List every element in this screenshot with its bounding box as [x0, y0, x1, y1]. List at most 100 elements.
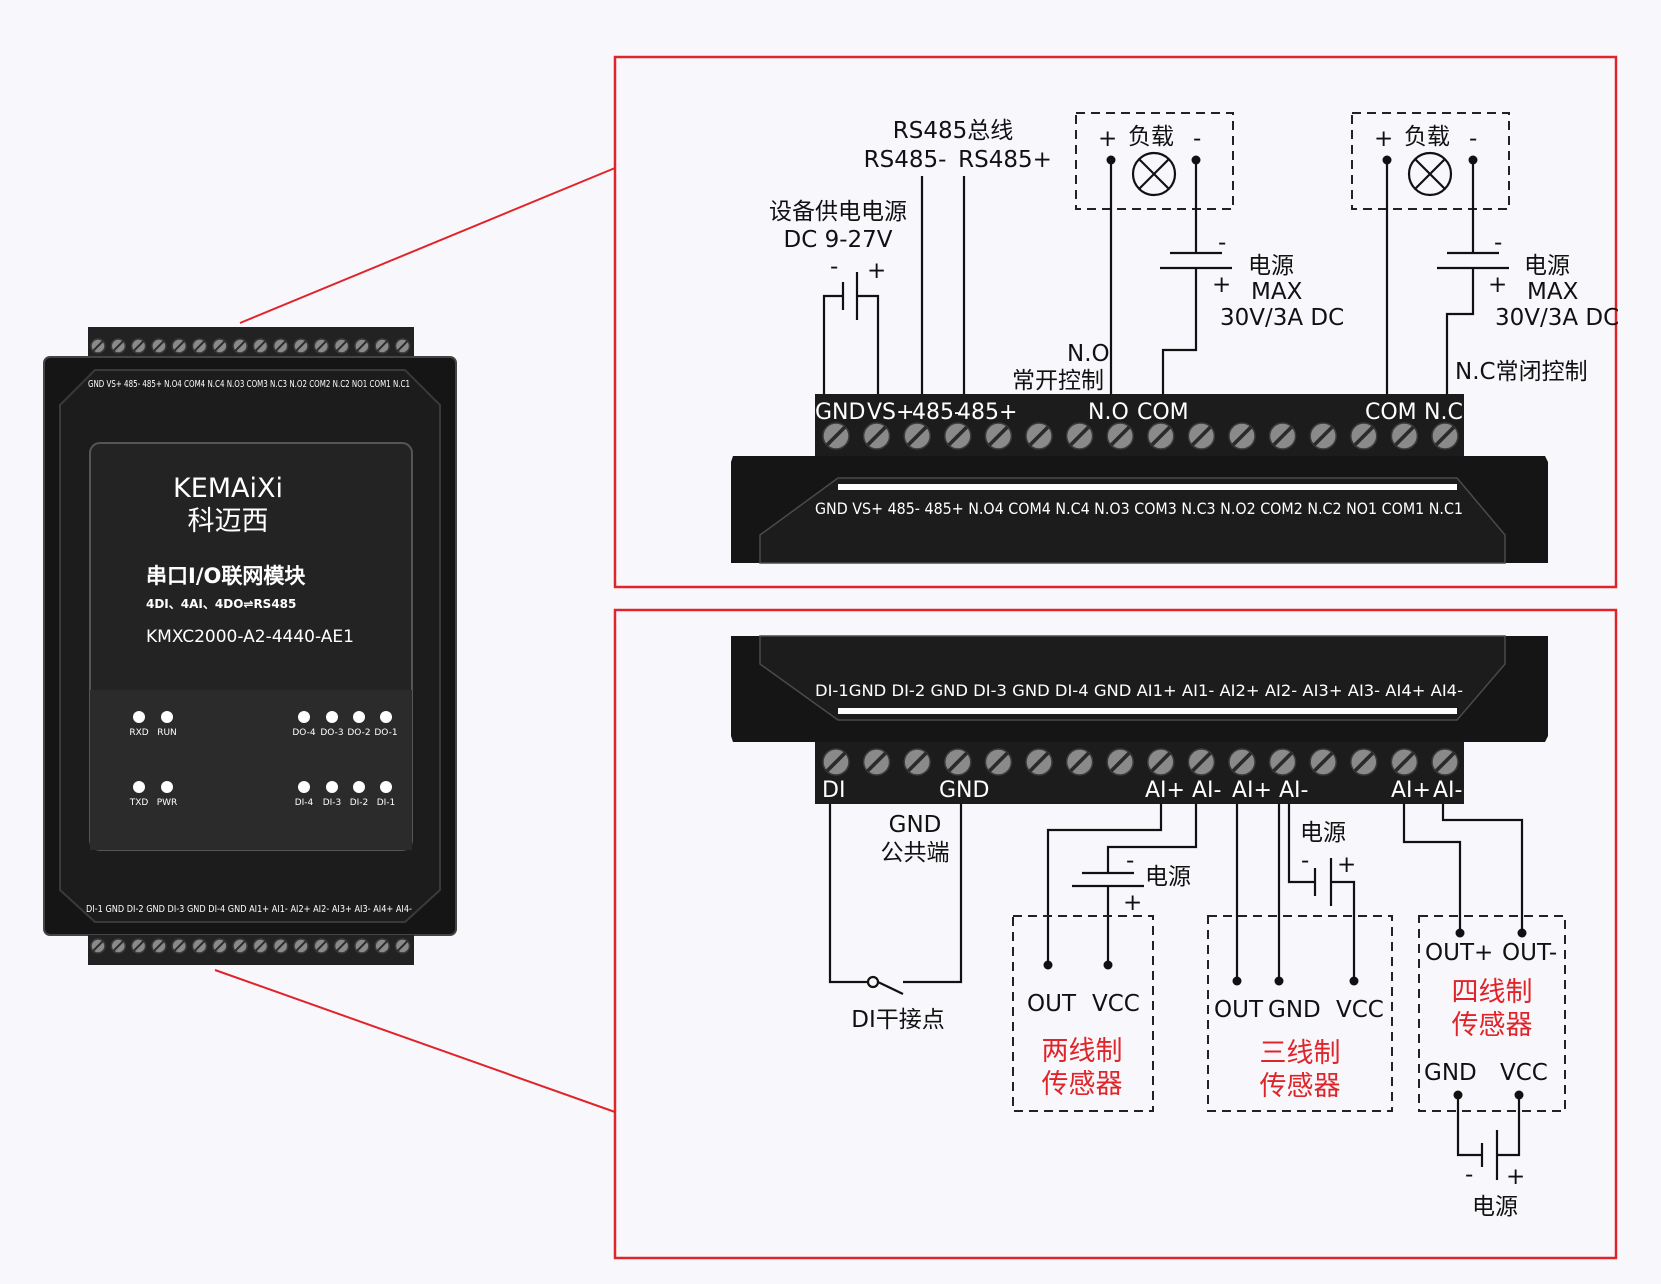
- term-ai4n: AI-: [1433, 778, 1462, 803]
- led-label: RUN: [157, 728, 177, 738]
- two-wire-title-1: 两线制: [1042, 1036, 1123, 1067]
- terminal-screw: [1025, 748, 1053, 776]
- terminal-screw: [191, 338, 208, 354]
- terminal-screw: [90, 338, 106, 354]
- psu-range: DC 9-27V: [783, 227, 892, 253]
- terminal-screw: [1268, 748, 1297, 776]
- terminal-screw: [1228, 748, 1256, 776]
- led-indicator: DI-1: [377, 781, 395, 808]
- terminal-screw: [1106, 422, 1134, 450]
- bus-title: RS485总线: [893, 118, 1013, 144]
- led-indicator: DO-1: [374, 711, 398, 738]
- gnd-common-cn: 公共端: [881, 840, 950, 866]
- four-psu-plus: +: [1506, 1164, 1525, 1190]
- terminal-screw: [1431, 422, 1459, 450]
- terminal-screw: [1187, 422, 1216, 450]
- psu-title: 设备供电电源: [769, 199, 907, 225]
- terminal-screw: [903, 422, 931, 450]
- led-label: DI-2: [350, 798, 369, 808]
- terminal-screw: [232, 338, 248, 354]
- terminal-screw: [1350, 748, 1378, 776]
- led-label: DO-4: [292, 728, 316, 738]
- terminal-screw: [90, 938, 106, 954]
- term-ai4p: AI+: [1391, 778, 1431, 803]
- nc-psu-rating: 30V/3A DC: [1495, 305, 1619, 331]
- two-wire-title-2: 传感器: [1042, 1069, 1123, 1100]
- terminal-screw: [1268, 422, 1297, 450]
- psu-minus: -: [830, 254, 838, 280]
- nc-load-box: [1351, 112, 1510, 210]
- led-indicator: DI-4: [295, 781, 314, 808]
- term-gnd: GND: [815, 400, 865, 425]
- top-strip-labels: GND VS+ 485- 485+ N.O4 COM4 N.C4 N.O3 CO…: [815, 499, 1463, 518]
- four-wire-sensor-box: [1418, 915, 1566, 1112]
- device-top-screws: [90, 338, 411, 354]
- terminal-screw: [293, 338, 309, 354]
- terminal-screw: [313, 338, 330, 354]
- terminal-screw: [944, 748, 972, 776]
- four-out-minus: OUT-: [1502, 940, 1557, 966]
- terminal-screw: [333, 938, 350, 954]
- terminal-screw: [1187, 748, 1216, 776]
- led-label: TXD: [129, 798, 149, 808]
- terminal-screw: [822, 422, 850, 450]
- terminal-screw: [374, 338, 390, 354]
- terminal-screw: [1309, 422, 1337, 450]
- terminal-screw: [984, 748, 1013, 776]
- device-subtitle: 4DI、4AI、4DO⇌RS485: [146, 597, 296, 611]
- terminal-screw: [293, 938, 309, 954]
- terminal-screw: [191, 938, 208, 954]
- term-485p: 485+: [957, 400, 1017, 425]
- device-top-strip-labels: GND VS+ 485- 485+ N.O4 COM4 N.C4 N.O3 CO…: [88, 379, 410, 390]
- no-load-minus: -: [1193, 126, 1201, 152]
- terminal-screw: [272, 338, 289, 354]
- terminal-screw: [151, 338, 167, 354]
- terminal-screw: [1309, 748, 1337, 776]
- terminal-screw: [903, 748, 931, 776]
- nc-psu-label: 电源: [1524, 253, 1570, 279]
- led-label: DO-3: [320, 728, 343, 738]
- terminal-screw: [394, 338, 411, 354]
- no-label: N.O: [1067, 341, 1110, 367]
- four-out-plus: OUT+: [1425, 940, 1493, 966]
- term-di: DI: [822, 778, 845, 803]
- terminal-screw: [862, 422, 891, 450]
- terminal-screw: [272, 938, 289, 954]
- three-wire-title-2: 传感器: [1260, 1071, 1341, 1102]
- two-vcc: VCC: [1092, 991, 1140, 1017]
- four-psu-label: 电源: [1472, 1194, 1518, 1220]
- terminal-screw: [944, 422, 972, 450]
- terminal-screw: [354, 338, 370, 354]
- two-psu-minus: -: [1126, 848, 1134, 874]
- two-out: OUT: [1027, 991, 1077, 1017]
- terminal-screw: [1431, 748, 1459, 776]
- no-load-box: [1075, 112, 1234, 210]
- psu-plus: +: [867, 258, 886, 284]
- term-com2: COM: [1365, 400, 1417, 425]
- led-indicator: DI-2: [350, 781, 369, 808]
- three-gnd: GND: [1268, 997, 1321, 1023]
- terminal-screw: [394, 938, 411, 954]
- terminal-screw: [313, 938, 330, 954]
- device-model: KMXC2000-A2-4440-AE1: [146, 627, 354, 647]
- term-vs: VS+: [867, 400, 914, 425]
- terminal-screw: [1350, 422, 1378, 450]
- led-label: DO-2: [347, 728, 370, 738]
- lamp-icon: [1131, 151, 1177, 197]
- term-485n: 485-: [912, 400, 962, 425]
- terminal-screw: [171, 338, 187, 354]
- two-psu-label: 电源: [1145, 864, 1191, 890]
- no-psu-max: MAX: [1251, 279, 1303, 305]
- terminal-screw: [1065, 748, 1094, 776]
- lamp-icon: [1407, 151, 1453, 197]
- di-contact: DI干接点: [851, 1007, 945, 1033]
- four-wire-title-2: 传感器: [1452, 1010, 1533, 1041]
- nc-psu-plus: +: [1488, 272, 1507, 298]
- four-vcc: VCC: [1500, 1060, 1548, 1086]
- top-terminal-screws: [822, 422, 1459, 450]
- three-psu-label: 电源: [1300, 820, 1346, 846]
- led-indicator: RXD: [129, 711, 149, 738]
- led-indicator: RUN: [157, 711, 177, 738]
